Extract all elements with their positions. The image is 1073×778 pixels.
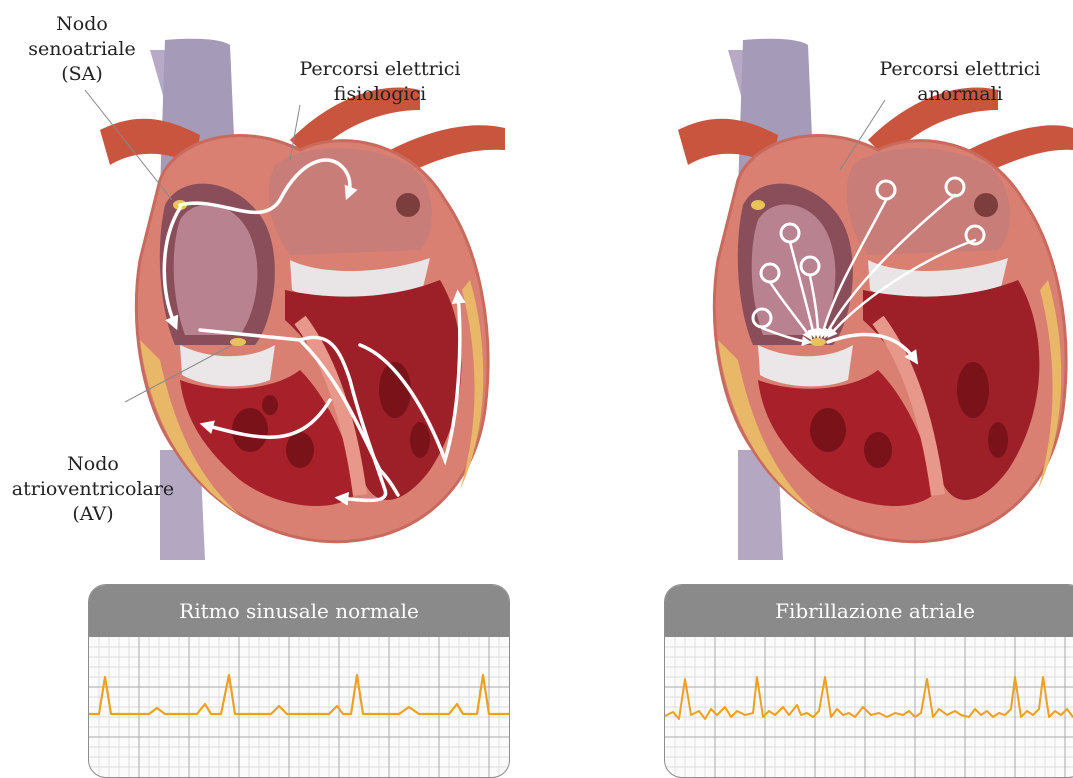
afib-ecg-strip — [665, 637, 1073, 777]
pulmonary-vein-opening-2 — [974, 193, 998, 217]
afib-heart — [678, 39, 1073, 560]
abnormal-pathways-label: Percorsi elettrici anormali — [865, 57, 1055, 107]
normal-rhythm-panel: Ritmo sinusale normale — [88, 584, 510, 778]
av-node-2 — [810, 338, 826, 346]
av-node-label: Nodo atrioventricolare (AV) — [8, 452, 178, 527]
normal-rhythm-title: Ritmo sinusale normale — [89, 585, 509, 637]
sa-node-2 — [751, 200, 765, 210]
afib-panel: Fibrillazione atriale — [664, 584, 1073, 778]
pulmonary-vein-opening — [396, 193, 420, 217]
afib-title: Fibrillazione atriale — [665, 585, 1073, 637]
sa-node-label: Nodo senoatriale (SA) — [18, 12, 146, 87]
av-node — [230, 338, 246, 346]
normal-ecg-strip — [89, 637, 509, 777]
normal-pathways-label: Percorsi elettrici fisiologici — [285, 57, 475, 107]
ecg-grid-minor — [89, 637, 509, 777]
afib-ecg-trace — [665, 677, 1073, 719]
